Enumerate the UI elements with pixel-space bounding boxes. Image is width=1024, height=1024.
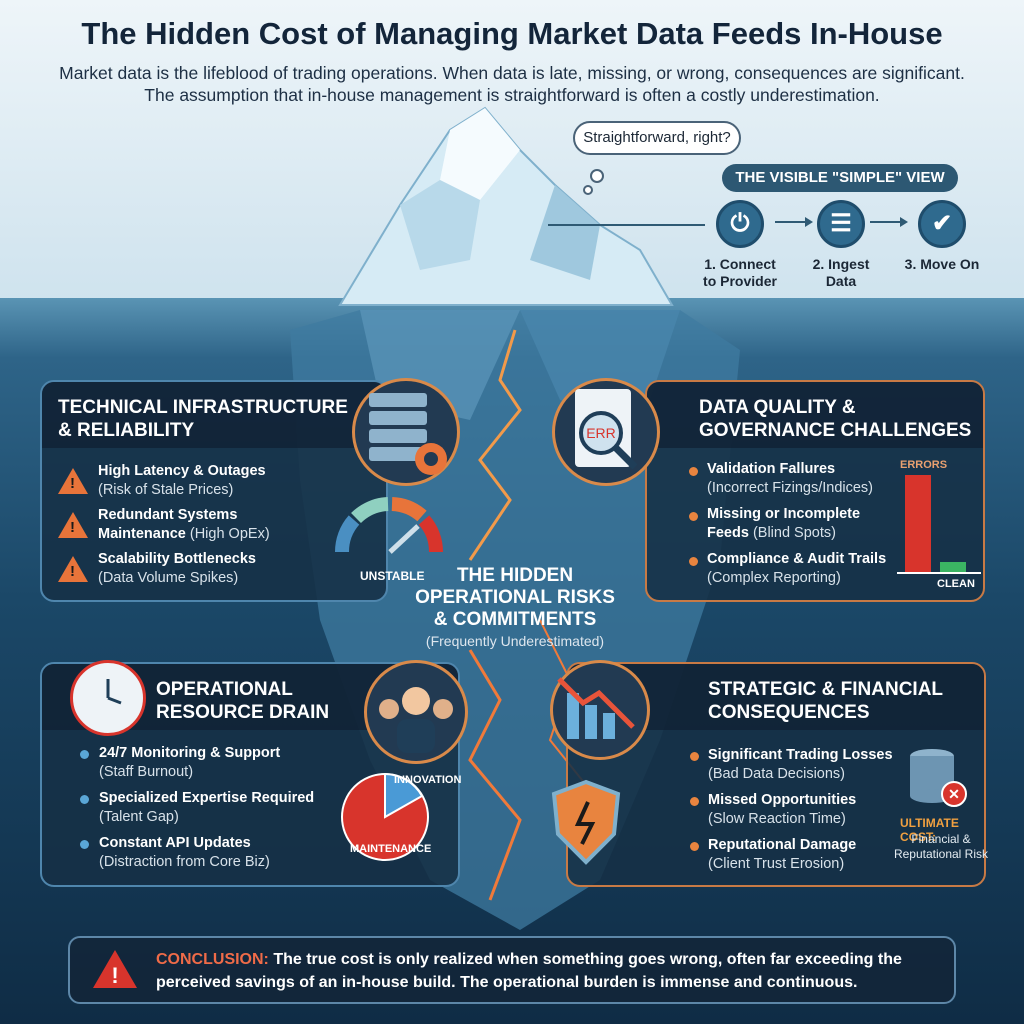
check-icon: ✔ — [918, 200, 966, 248]
center-title: & COMMITMENTS — [433, 609, 597, 630]
ultimate-cost-label: ULTIMATE COST: — [900, 816, 959, 844]
pie-label-innovation: INNOVATION — [394, 774, 462, 786]
list-item: Constant API Updates(Distraction from Co… — [99, 835, 270, 870]
err-text: ERR — [586, 425, 616, 441]
page-subtitle: Market data is the lifeblood of trading … — [20, 62, 1004, 106]
list-item: Reputational Damage(Client Trust Erosion… — [708, 837, 857, 872]
list-item: Significant Trading Losses(Bad Data Deci… — [708, 747, 893, 782]
errors-label: ERRORS — [900, 459, 948, 471]
step-label: 2. Ingest — [812, 256, 870, 272]
ultimate-cost-text: Financial &Reputational Risk — [893, 832, 989, 861]
panel-title: STRATEGIC & FINANCIAL — [708, 679, 944, 700]
bullet-dot — [690, 797, 699, 806]
errors-bar — [905, 475, 931, 572]
error-magnifier-icon: ERR — [552, 378, 660, 486]
maintenance-pie-chart — [341, 772, 429, 861]
gauge-label: UNSTABLE — [360, 569, 425, 583]
step-label: 1. Connect — [704, 256, 776, 272]
support-team-icon — [364, 660, 468, 764]
step-label: 3. Move On — [904, 256, 980, 272]
panel-title: TECHNICAL INFRASTRUCTURE — [58, 397, 348, 418]
list-item: Specialized Expertise Required(Talent Ga… — [99, 790, 315, 825]
bullet-dot — [689, 467, 698, 476]
step-move-on: ✔ 3. Move On — [887, 200, 997, 273]
svg-text:!: ! — [111, 963, 118, 988]
panel-technical-infrastructure: TECHNICAL INFRASTRUCTURE& RELIABILITY ! … — [40, 380, 388, 602]
panel-title: CONSEQUENCES — [708, 702, 870, 723]
center-note: (Frequently Underestimated) — [425, 633, 605, 649]
broken-server-icon — [352, 378, 460, 486]
clean-bar — [940, 562, 966, 572]
thought-bubble: Straightforward, right? — [573, 121, 741, 155]
conclusion-text: The true cost is only realized when some… — [268, 951, 902, 968]
center-title: THE HIDDEN — [456, 565, 574, 586]
subtitle-line: Market data is the lifeblood of trading … — [59, 63, 965, 83]
bullet-dot — [690, 752, 699, 761]
hidden-risks-heading: THE HIDDEN OPERATIONAL RISKS & COMMITMEN… — [370, 565, 660, 649]
plug-icon: ⏻ — [716, 200, 764, 248]
panel-title: DATA QUALITY & — [699, 397, 856, 418]
panel-title: & RELIABILITY — [58, 420, 195, 441]
warning-icon: ! — [58, 468, 88, 494]
stopwatch-icon — [70, 660, 146, 736]
svg-text:✕: ✕ — [948, 786, 960, 802]
clean-label: CLEAN — [937, 578, 975, 590]
bullet-dot — [690, 842, 699, 851]
broken-shield-icon — [551, 779, 621, 865]
bullet-dot — [689, 557, 698, 566]
declining-chart-icon — [550, 660, 650, 760]
list-item: 24/7 Monitoring & Support(Staff Burnout) — [99, 745, 281, 780]
visible-view-pill: THE VISIBLE "SIMPLE" VIEW — [722, 164, 958, 192]
step-label: to Provider — [703, 273, 777, 289]
list-item: Compliance & Audit Trails(Complex Report… — [707, 551, 887, 586]
database-icon: ☰ — [817, 200, 865, 248]
warning-icon: ! — [58, 556, 88, 582]
coins-x-icon: ✕ — [910, 749, 967, 807]
panel-title: OPERATIONAL — [156, 679, 293, 700]
conclusion-text: perceived savings of an in-house build. … — [156, 974, 858, 991]
list-item: High Latency & Outages(Risk of Stale Pri… — [98, 463, 266, 498]
step-label: Data — [825, 273, 857, 289]
list-item: Scalability Bottlenecks(Data Volume Spik… — [98, 551, 256, 586]
subtitle-line: The assumption that in-house management … — [144, 85, 880, 105]
bullet-dot — [80, 750, 89, 759]
panel-data-quality: DATA QUALITY &GOVERNANCE CHALLENGES Vali… — [645, 380, 985, 602]
pie-label-maintenance: MAINTENANCE — [350, 843, 432, 855]
conclusion-label: CONCLUSION: — [156, 951, 269, 968]
chart-baseline — [897, 572, 981, 574]
bullet-dot — [80, 795, 89, 804]
bullet-dot — [689, 512, 698, 521]
unstable-gauge-icon — [334, 497, 444, 554]
center-title: OPERATIONAL RISKS — [415, 587, 615, 608]
bullet-dot — [80, 840, 89, 849]
warning-icon: ! — [93, 950, 137, 988]
list-item: Missed Opportunities(Slow Reaction Time) — [708, 792, 857, 827]
warning-icon: ! — [58, 512, 88, 538]
panel-title: RESOURCE DRAIN — [156, 702, 330, 723]
page-title: The Hidden Cost of Managing Market Data … — [81, 16, 943, 51]
list-item: Validation Fallures(Incorrect Fizings/In… — [707, 461, 873, 496]
conclusion-box: ! CONCLUSION: The true cost is only real… — [68, 936, 956, 1004]
panel-title: GOVERNANCE CHALLENGES — [699, 420, 972, 441]
